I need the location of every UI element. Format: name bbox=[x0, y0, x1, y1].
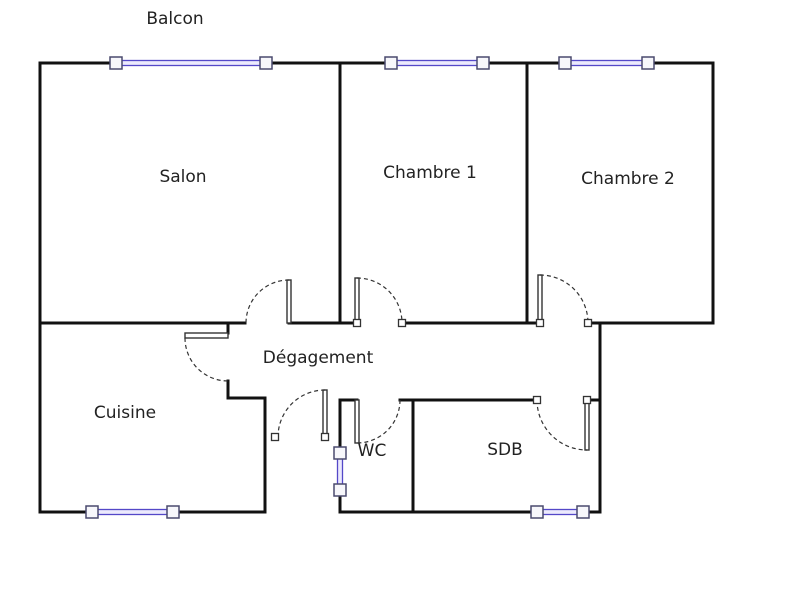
label-balcon: Balcon bbox=[146, 9, 203, 29]
door-leaf bbox=[286, 279, 292, 324]
window-sdb bbox=[530, 505, 590, 519]
door-swing-arc bbox=[539, 274, 589, 324]
window-frame-end bbox=[333, 446, 347, 460]
door-salon bbox=[245, 279, 292, 324]
door-hinge-marker bbox=[320, 432, 330, 442]
window-frame-end bbox=[166, 505, 180, 519]
window-pane bbox=[91, 508, 174, 516]
window-pane bbox=[564, 59, 649, 67]
door-swing-arc bbox=[184, 337, 229, 382]
window-frame-end bbox=[530, 505, 544, 519]
door-chambre-1 bbox=[352, 277, 407, 328]
door-swing-arc bbox=[277, 389, 326, 438]
label-chambre-2: Chambre 2 bbox=[581, 169, 675, 189]
door-sdb bbox=[532, 395, 592, 451]
door-hinge-marker bbox=[532, 395, 542, 405]
label-wc: WC bbox=[358, 441, 387, 461]
window-chambre-1 bbox=[384, 56, 490, 70]
window-frame-end bbox=[259, 56, 273, 70]
door-hinge-marker bbox=[583, 318, 593, 328]
window-frame-end bbox=[109, 56, 123, 70]
door-swing-arc bbox=[356, 399, 401, 444]
window-cuisine bbox=[85, 505, 180, 519]
door-swing-arc bbox=[356, 277, 403, 324]
door-entrance bbox=[270, 389, 330, 442]
window-frame-end bbox=[476, 56, 490, 70]
label-chambre-1: Chambre 1 bbox=[383, 163, 477, 183]
window-wc bbox=[333, 446, 347, 497]
label-degagement: Dégagement bbox=[263, 348, 374, 368]
window-pane bbox=[390, 59, 484, 67]
label-cuisine: Cuisine bbox=[94, 403, 156, 423]
door-wc bbox=[354, 399, 401, 444]
door-leaf bbox=[354, 399, 360, 444]
window-frame-end bbox=[85, 505, 99, 519]
door-leaf bbox=[354, 277, 360, 324]
room-labels: Balcon Salon Chambre 1 Chambre 2 Dégagem… bbox=[94, 9, 675, 461]
door-cuisine bbox=[184, 332, 229, 382]
window-pane bbox=[115, 59, 267, 67]
door-swing-arc bbox=[245, 279, 290, 324]
door-hinge-marker bbox=[352, 318, 362, 328]
door-swing-arc bbox=[536, 399, 588, 451]
door-hinge-marker bbox=[270, 432, 280, 442]
door-leaf bbox=[584, 399, 590, 451]
window-frame-end bbox=[641, 56, 655, 70]
label-sdb: SDB bbox=[487, 440, 523, 460]
window-chambre-2 bbox=[558, 56, 655, 70]
door-chambre-2 bbox=[535, 274, 593, 328]
window-frame-end bbox=[384, 56, 398, 70]
door-hinge-marker bbox=[535, 318, 545, 328]
door-hinge-marker bbox=[397, 318, 407, 328]
door-leaf bbox=[537, 274, 543, 324]
door-leaf bbox=[322, 389, 328, 438]
door-leaf bbox=[184, 332, 229, 339]
window-frame-end bbox=[558, 56, 572, 70]
label-salon: Salon bbox=[159, 167, 206, 187]
door-hinge-marker bbox=[582, 395, 592, 405]
window-frame-end bbox=[576, 505, 590, 519]
window-pane bbox=[536, 508, 584, 516]
window-salon bbox=[109, 56, 273, 70]
window-frame-end bbox=[333, 483, 347, 497]
